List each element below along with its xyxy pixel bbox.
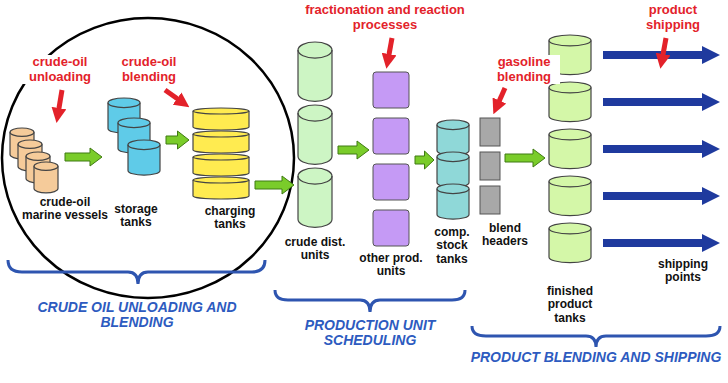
tank-group: blend headers <box>480 115 500 215</box>
section-heading: CRUDE OIL UNLOADING AND BLENDING <box>12 300 262 330</box>
section-heading: PRODUCTION UNIT SCHEDULING <box>270 318 470 348</box>
flow-arrow <box>505 149 545 167</box>
tank-group: other prod. units <box>372 70 410 248</box>
tank-group: charging tanks <box>192 105 250 198</box>
process-callout: gasoline blending <box>488 55 560 84</box>
group-label: storage tanks <box>105 203 167 230</box>
focus-ellipse <box>2 18 294 298</box>
charging-tanks <box>193 108 249 199</box>
component-tanks <box>437 120 469 219</box>
group-label: comp. stock tanks <box>430 226 474 266</box>
group-label: crude-oil marine vessels <box>20 196 110 223</box>
flow-arrow <box>338 141 369 159</box>
group-label: blend headers <box>476 222 534 249</box>
tank-group: crude-oil marine vessels <box>8 128 60 194</box>
tank-group: shipping points <box>600 40 722 252</box>
flow-arrow <box>415 151 434 169</box>
group-label: finished product tanks <box>532 285 608 325</box>
storage-tanks <box>108 98 160 175</box>
vessel-tanks <box>10 128 58 193</box>
blend-header-blocks <box>480 118 500 214</box>
process-callout: crude-oil unloading <box>20 55 100 84</box>
group-label: charging tanks <box>198 205 262 232</box>
section-heading: PRODUCT BLENDING AND SHIPPING <box>470 350 722 365</box>
flow-arrow <box>255 176 294 194</box>
group-label: other prod. units <box>352 252 430 279</box>
crude-dist-columns <box>298 42 332 227</box>
process-callout: crude-oil blending <box>108 55 190 84</box>
tank-group: comp. stock tanks <box>437 118 469 222</box>
tank-group: crude dist. units <box>297 40 333 230</box>
flow-arrow <box>166 131 189 149</box>
shipping-arrows <box>603 46 720 252</box>
process-callout: product shipping <box>636 3 710 32</box>
group-label: crude dist. units <box>275 236 355 263</box>
pointer-arrows <box>58 38 666 114</box>
tank-group: storage tanks <box>105 95 161 180</box>
group-label: shipping points <box>648 258 718 285</box>
process-callout: fractionation and reaction processes <box>305 3 465 32</box>
flow-arrow <box>65 148 102 166</box>
production-units <box>373 72 409 246</box>
